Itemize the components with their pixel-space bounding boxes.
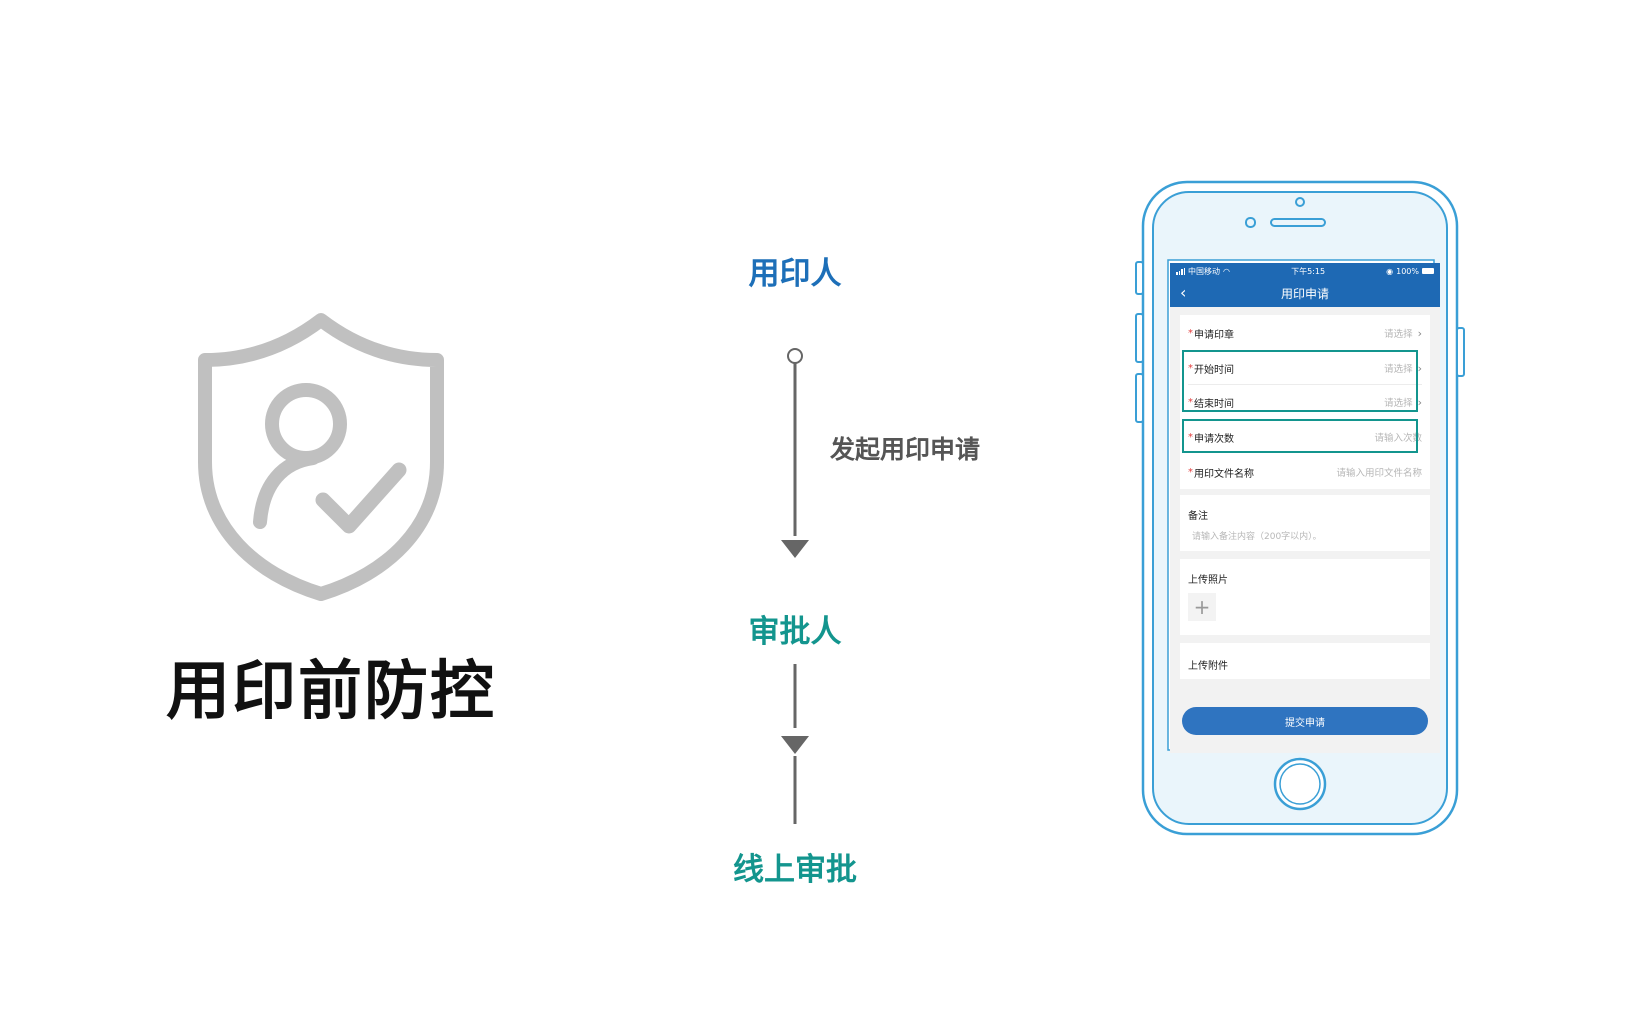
remark-title: 备注: [1188, 511, 1208, 522]
remark-input[interactable]: 请输入备注内容（200字以内）。: [1192, 532, 1322, 542]
phone-screen: 中国移动 ◠ 下午5:15 ◉ 100% ‹ 用印申请 *申请印章 请选择› *…: [1170, 263, 1440, 753]
battery-icon: [1422, 268, 1434, 274]
row-apply-count[interactable]: *申请次数 请输入次数: [1188, 431, 1422, 445]
document-name-input[interactable]: 请输入用印文件名称: [1336, 468, 1422, 479]
row-label: 申请印章: [1194, 329, 1234, 341]
chevron-right-icon: ›: [1417, 361, 1422, 375]
flow-step-initiate: 发起用印申请: [830, 435, 981, 464]
upload-photo-card: 上传照片 +: [1180, 559, 1430, 635]
row-value: 请选择: [1384, 398, 1413, 409]
row-apply-seal[interactable]: *申请印章 请选择›: [1188, 326, 1422, 341]
highlight-time-range: [1182, 350, 1418, 412]
row-value: 请选择: [1384, 329, 1413, 340]
flow-approver: 审批人: [748, 614, 842, 650]
highlight-apply-count: [1182, 419, 1418, 453]
row-document-name[interactable]: *用印文件名称 请输入用印文件名称: [1188, 466, 1422, 480]
row-end-time[interactable]: *结束时间 请选择›: [1188, 395, 1422, 410]
flow-applicant: 用印人: [748, 256, 842, 292]
submit-button[interactable]: 提交申请: [1182, 707, 1428, 735]
flow-connector: [781, 348, 809, 824]
wifi-icon: ◠: [1223, 266, 1230, 276]
chevron-right-icon: ›: [1417, 395, 1422, 409]
row-start-time[interactable]: *开始时间 请选择›: [1188, 361, 1422, 376]
plus-icon[interactable]: +: [1188, 593, 1216, 621]
nav-title: 用印申请: [1280, 286, 1329, 301]
battery-label: 100%: [1396, 266, 1419, 276]
main-title: 用印前防控: [166, 655, 496, 729]
form-card: *申请印章 请选择› *开始时间 请选择› *结束时间 请选择› *申请次数 请…: [1180, 315, 1430, 489]
row-label: 开始时间: [1194, 364, 1234, 376]
remark-card: 备注 请输入备注内容（200字以内）。: [1180, 495, 1430, 551]
upload-attachment-title: 上传附件: [1188, 661, 1228, 672]
nav-bar: ‹ 用印申请: [1170, 279, 1440, 307]
row-divider: [1188, 384, 1422, 385]
flow-online-approval: 线上审批: [733, 852, 857, 888]
chevron-right-icon: ›: [1417, 326, 1422, 340]
signal-icon: [1176, 267, 1185, 275]
upload-attachment-card: 上传附件: [1180, 643, 1430, 679]
count-input[interactable]: 请输入次数: [1374, 433, 1422, 444]
status-bar: 中国移动 ◠ 下午5:15 ◉ 100%: [1170, 263, 1440, 279]
row-value: 请选择: [1384, 364, 1413, 375]
row-label: 申请次数: [1194, 433, 1234, 445]
upload-photo-title: 上传照片: [1188, 575, 1228, 586]
status-time: 下午5:15: [1291, 266, 1326, 276]
carrier-label: 中国移动: [1188, 266, 1220, 276]
row-label: 结束时间: [1194, 398, 1234, 410]
alarm-icon: ◉: [1386, 266, 1394, 276]
shield-user-check-icon: [195, 312, 447, 602]
chevron-left-icon[interactable]: ‹: [1180, 283, 1187, 302]
row-label: 用印文件名称: [1194, 468, 1254, 480]
